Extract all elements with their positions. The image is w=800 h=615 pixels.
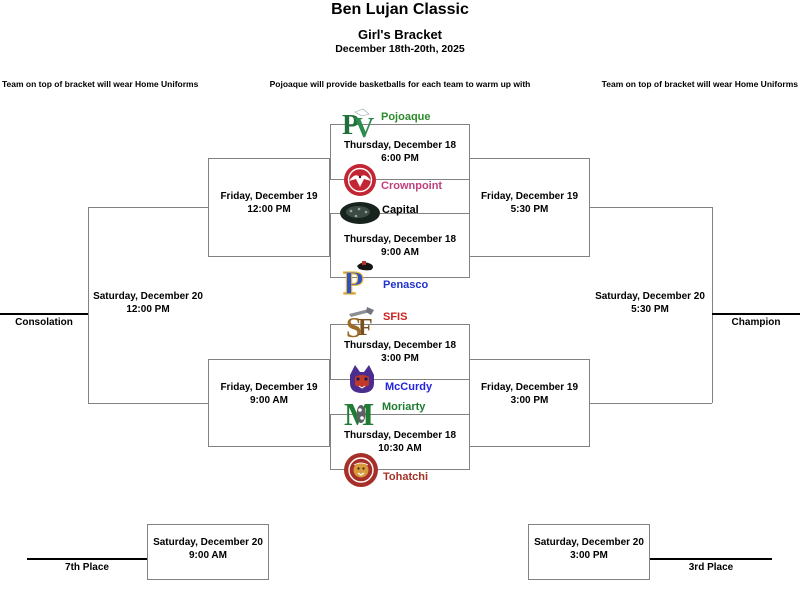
bracket-line-consolation-bottom — [88, 403, 208, 404]
game-day: Thursday, December 18 — [343, 140, 457, 151]
game-box-consolation-semi-1: Friday, December 19 12:00 PM — [208, 158, 330, 257]
team-label-sfis: SFIS — [383, 311, 408, 323]
bracket-subtitle: Girl's Bracket — [357, 27, 443, 42]
svg-text:P: P — [343, 265, 364, 298]
game-time: 3:00 PM — [510, 395, 549, 406]
cougar-circle-icon — [343, 452, 379, 493]
game-time: 9:00 AM — [250, 395, 288, 406]
date-range: December 18th-20th, 2025 — [335, 43, 465, 55]
consolation-winner-line — [0, 313, 88, 315]
team-label-crownpoint: Crownpoint — [381, 180, 443, 192]
page-title: Ben Lujan Classic — [331, 1, 469, 18]
note-left: Team on top of bracket will wear Home Un… — [2, 79, 199, 89]
game-box-seventh-place: Saturday, December 20 9:00 AM — [147, 524, 269, 580]
third-place-line — [650, 558, 772, 560]
game-box-third-place: Saturday, December 20 3:00 PM — [528, 524, 650, 580]
team-label-penasco: Penasco — [383, 279, 429, 291]
consolation-label: Consolation — [15, 317, 73, 328]
game-time: 5:30 PM — [510, 204, 549, 215]
eagle-circle-icon — [343, 163, 377, 202]
bracket-line-consolation-vert — [88, 207, 89, 403]
team-label-moriarty: Moriarty — [382, 401, 426, 413]
game-time: 9:00 AM — [381, 246, 419, 258]
game-time: 10:30 AM — [378, 443, 422, 454]
m-pinto-icon: M — [343, 396, 379, 436]
game-day: Saturday, December 20 — [595, 291, 705, 302]
panther-p-icon: P — [341, 258, 379, 303]
game-day: Saturday, December 20 — [93, 291, 203, 302]
game-day: Friday, December 19 — [220, 382, 318, 393]
pv-monogram-icon: P V — [341, 106, 379, 147]
consolation-final-game: Saturday, December 20 12:00 PM — [92, 290, 204, 316]
seventh-place-label: 7th Place — [65, 562, 109, 573]
game-day: Friday, December 19 — [480, 191, 579, 202]
game-box-championship-semi-1: Friday, December 19 5:30 PM — [469, 158, 590, 257]
game-time: 3:00 PM — [570, 550, 608, 561]
bracket-line-champion-vert — [712, 207, 713, 403]
game-time: 9:00 AM — [189, 550, 227, 561]
team-label-pojoaque: Pojoaque — [381, 111, 431, 123]
bracket-line-consolation-top — [88, 207, 208, 208]
game-time: 12:00 PM — [126, 304, 170, 315]
team-label-tohatchi: Tohatchi — [383, 471, 429, 483]
game-time: 12:00 PM — [247, 204, 291, 215]
seventh-place-line — [27, 558, 147, 560]
note-right: Team on top of bracket will wear Home Un… — [601, 79, 798, 89]
note-center: Pojoaque will provide basketballs for ea… — [269, 79, 531, 89]
game-day: Thursday, December 18 — [343, 340, 457, 351]
game-time: 5:30 PM — [631, 304, 669, 315]
svg-text:S: S — [346, 313, 362, 342]
game-box-consolation-semi-2: Friday, December 19 9:00 AM — [208, 359, 330, 447]
champion-label: Champion — [731, 317, 781, 328]
bracket-line-champion-bottom — [590, 403, 712, 404]
team-label-mccurdy: McCurdy — [385, 381, 433, 393]
svg-text:P: P — [342, 110, 359, 141]
game-box-round1-2: Thursday, December 18 9:00 AM — [330, 213, 470, 278]
jaguar-oval-icon — [339, 198, 381, 233]
game-day: Thursday, December 18 — [343, 430, 457, 441]
game-day: Saturday, December 20 — [534, 537, 644, 548]
sf-monogram-icon: S F — [343, 306, 379, 347]
third-place-label: 3rd Place — [688, 562, 734, 573]
game-time: 6:00 PM — [381, 153, 419, 164]
game-time: 3:00 PM — [381, 353, 419, 364]
bracket-line-champion-top — [590, 207, 712, 208]
game-day: Friday, December 19 — [220, 191, 318, 202]
game-box-round1-1: Thursday, December 18 6:00 PM — [330, 124, 470, 180]
team-label-capital: Capital — [382, 204, 419, 216]
cat-head-icon — [346, 363, 378, 401]
championship-final-game: Saturday, December 20 5:30 PM — [594, 290, 706, 316]
svg-text:F: F — [358, 315, 373, 341]
game-day: Saturday, December 20 — [153, 537, 263, 548]
game-box-championship-semi-2: Friday, December 19 3:00 PM — [469, 359, 590, 447]
svg-text:V: V — [354, 113, 374, 142]
game-day: Friday, December 19 — [480, 382, 579, 393]
champion-winner-line — [712, 313, 800, 315]
game-day: Thursday, December 18 — [343, 233, 457, 245]
